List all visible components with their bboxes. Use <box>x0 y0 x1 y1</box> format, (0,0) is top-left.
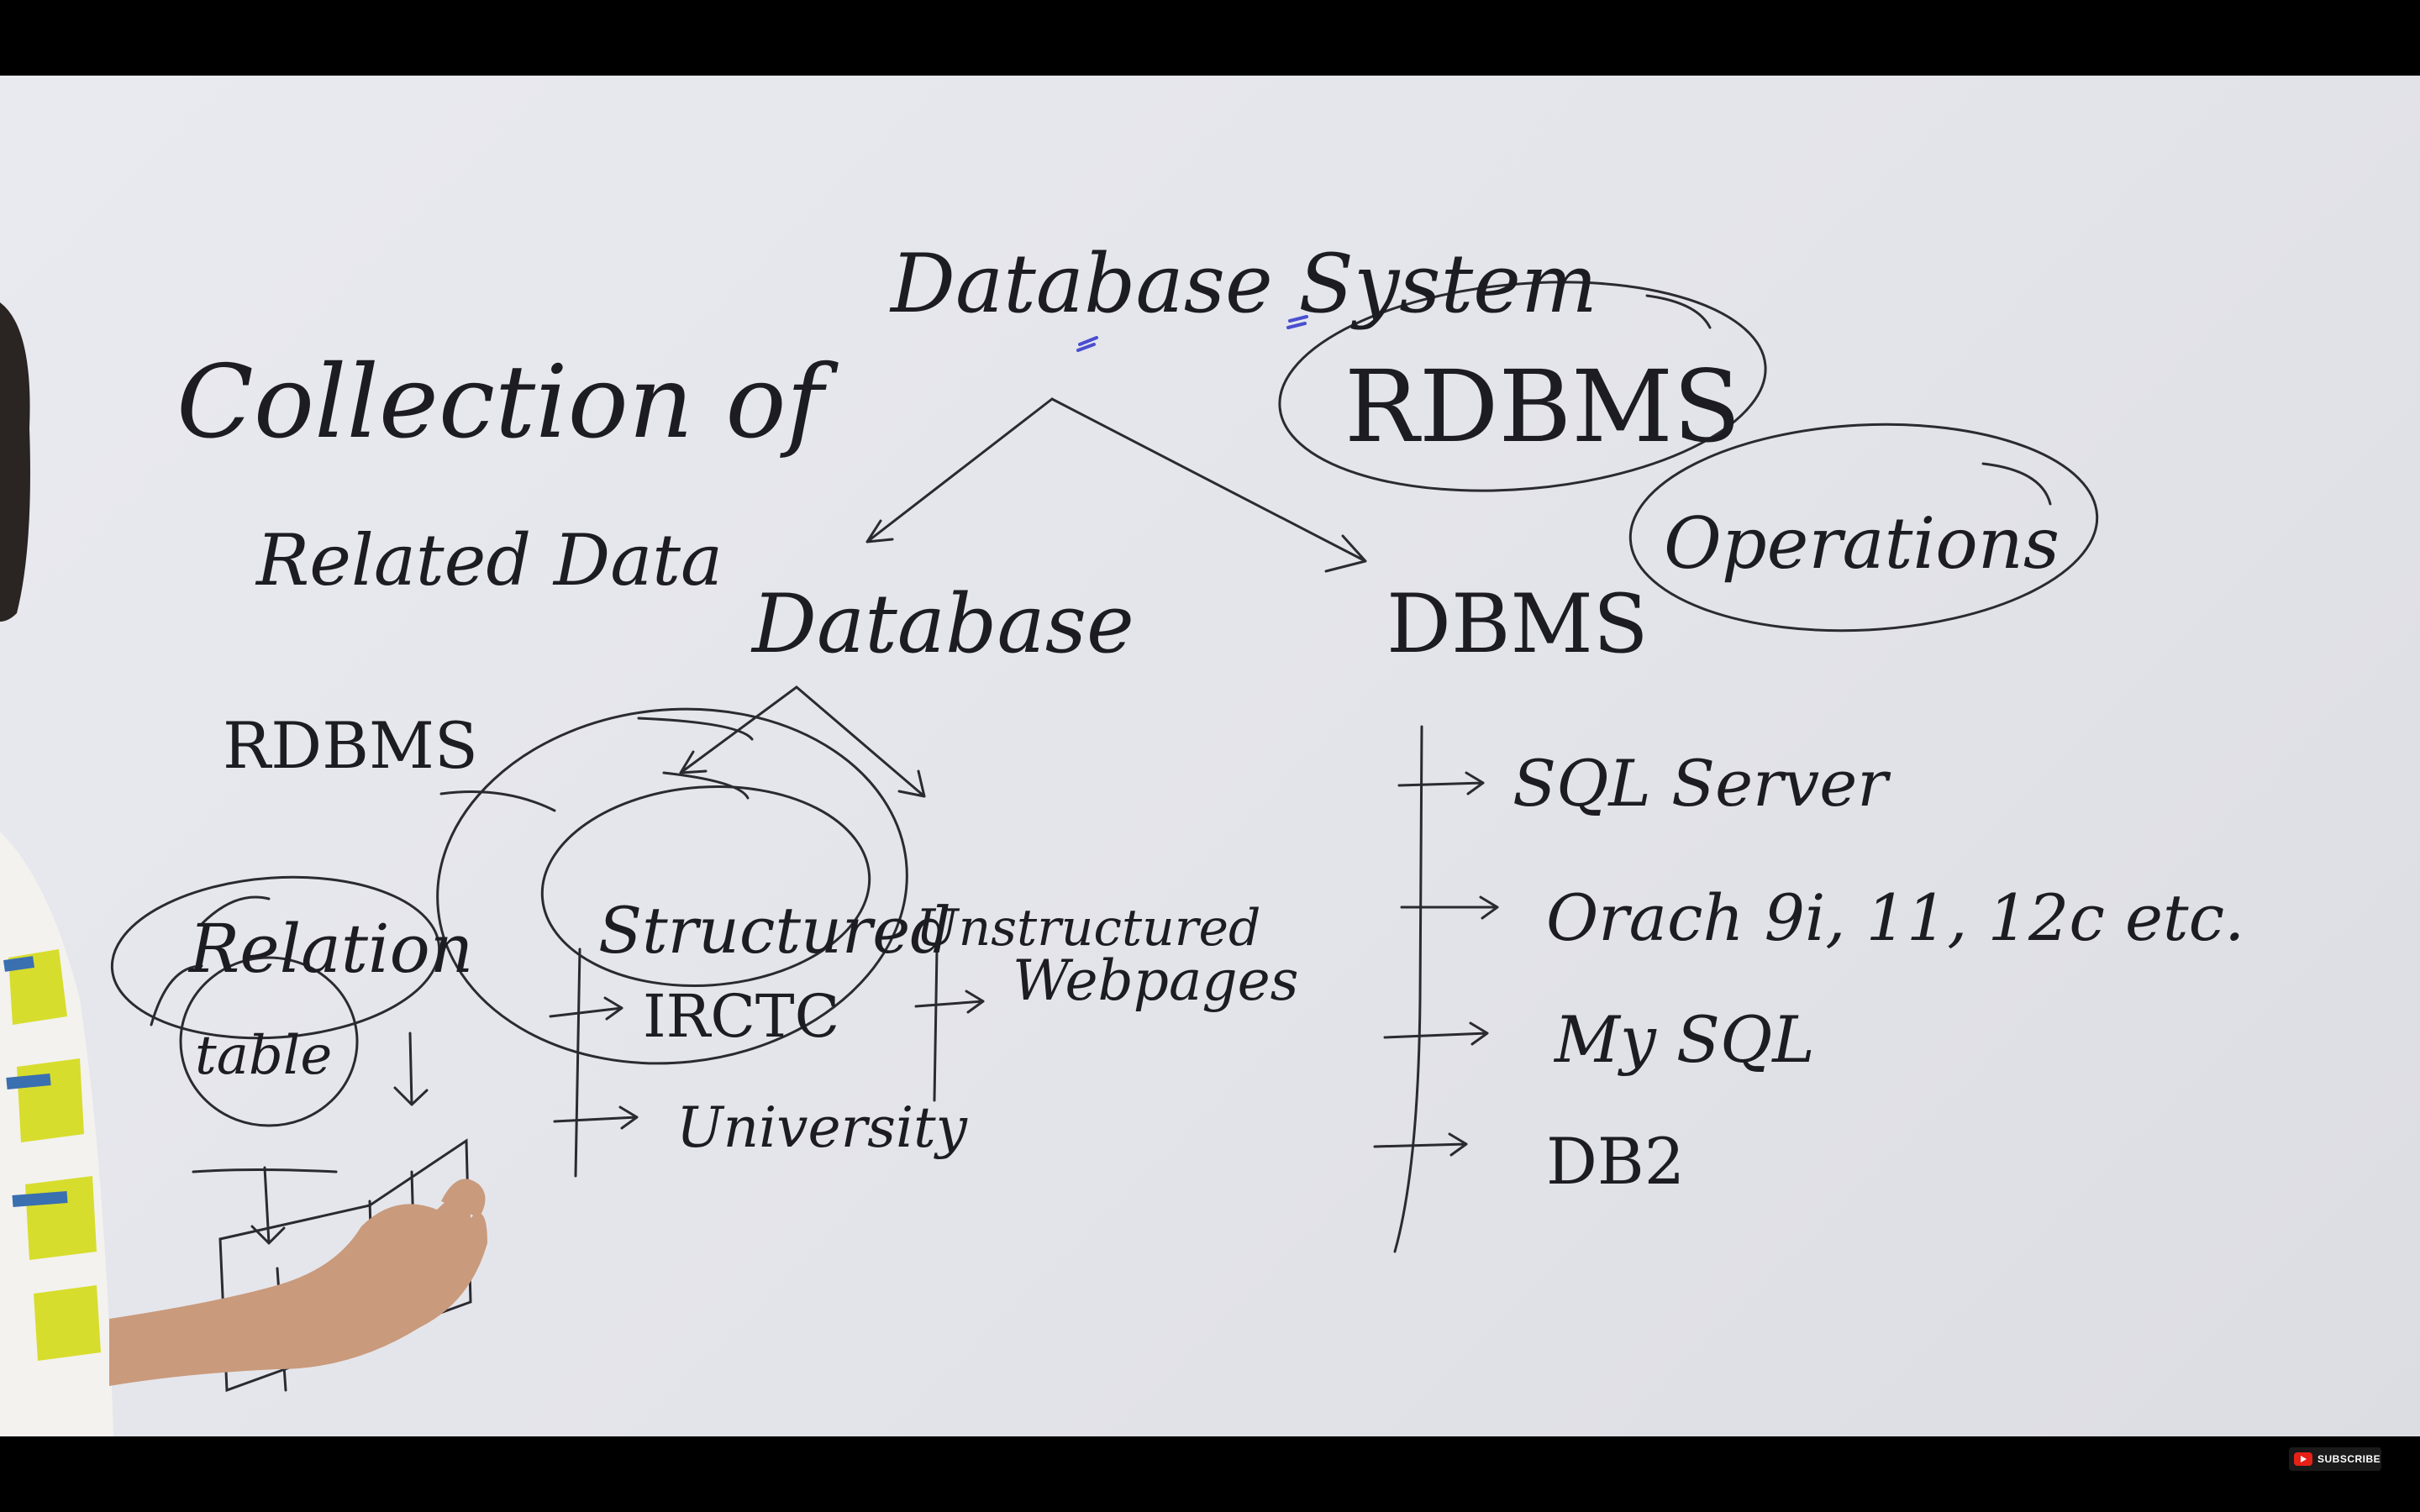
letterbox-bottom <box>0 1436 2420 1512</box>
rdbms-link <box>439 790 556 812</box>
table-label: table <box>195 1025 333 1087</box>
table-ellipse <box>179 956 359 1127</box>
structured-ellipse-outer <box>436 707 908 1065</box>
operations-bubble-text: Operations <box>1664 502 2060 585</box>
branch-irctc <box>549 996 623 1021</box>
unstructured-branch-line <box>933 948 939 1102</box>
youtube-play-icon <box>2294 1452 2312 1466</box>
rdbms-bubble-text: RDBMS <box>1344 349 1741 465</box>
title-database-system: Database System <box>891 237 1597 331</box>
rdbms-ellipse <box>1278 281 1767 492</box>
example-webpages: Webpages <box>1013 948 1299 1013</box>
structured-branch-line <box>574 948 581 1178</box>
rdbms-note: RDBMS <box>223 708 478 783</box>
branch-sql <box>1397 771 1485 795</box>
whiteboard: Database System Collection of Related Da… <box>0 76 2420 1436</box>
dbms-branch-line <box>1393 725 1423 1253</box>
definition-line-1: Collection of <box>176 344 823 461</box>
title-mark-2 <box>1286 315 1308 329</box>
branch-university <box>553 1105 639 1130</box>
title-mark-1 <box>1076 336 1098 352</box>
unstructured-label: Unstructured <box>916 899 1261 958</box>
arrow-to-unstructured <box>795 685 926 798</box>
ink-strokes <box>110 281 2099 1393</box>
letterbox-top <box>0 0 2420 76</box>
subscribe-label: SUBSCRIBE <box>2317 1453 2381 1465</box>
arrow-to-dbms <box>1050 397 1367 573</box>
dbms-example-sql-server: SQL Server <box>1512 746 1888 821</box>
dbms-example-db2: DB2 <box>1546 1124 1686 1199</box>
dbms-example-oracle: Orach 9i, 11, 12c etc. <box>1546 880 2245 955</box>
branch-mysql <box>1383 1021 1489 1046</box>
operations-ellipse <box>1628 423 2099 633</box>
table-sketch <box>218 1138 472 1393</box>
dbms-example-mysql: My SQL <box>1555 1002 1815 1077</box>
branch-db2 <box>1373 1132 1468 1157</box>
definition-line-2: Related Data <box>256 519 723 601</box>
arrow-to-database <box>865 397 1054 543</box>
branch-webpages <box>914 990 985 1014</box>
structured-ellipse-inner <box>540 785 871 987</box>
database-label: Database <box>752 577 1134 671</box>
subscribe-button[interactable]: SUBSCRIBE <box>2289 1447 2381 1471</box>
dbms-label: DBMS <box>1386 577 1649 671</box>
example-irctc: IRCTC <box>643 982 840 1051</box>
structured-label: Structured <box>598 893 951 968</box>
branch-oracle <box>1400 895 1499 920</box>
relation-label: Relation <box>189 910 474 988</box>
example-university: University <box>676 1095 967 1160</box>
